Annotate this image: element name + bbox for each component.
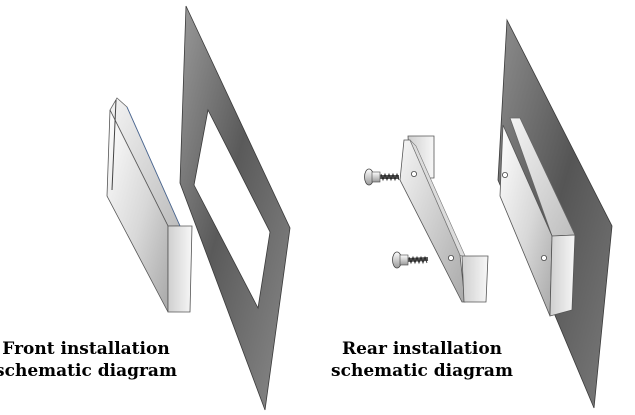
bracket-hole-upper	[410, 170, 417, 177]
bracket-bottom-tab	[461, 255, 489, 303]
screw-upper	[364, 168, 400, 186]
rear-box-hole-lower	[541, 254, 548, 261]
rear-box-hole-upper	[501, 171, 508, 178]
rear-mounted-box	[499, 117, 576, 317]
screw-lower	[392, 251, 429, 269]
rear-box-end-face	[549, 234, 576, 317]
box-end-face	[167, 225, 193, 313]
box-edge-line	[126, 106, 181, 227]
mounting-bracket	[399, 135, 489, 303]
front-caption-line1: Front installation	[2, 339, 170, 359]
front-panel-with-cutout	[179, 5, 291, 411]
front-caption-line2: schematic diagram	[0, 361, 177, 381]
front-installation-caption: Front installation schematic diagram	[0, 338, 196, 382]
box-back-edge	[111, 99, 117, 191]
front-bezel-box	[106, 97, 193, 313]
rear-caption-line2: schematic diagram	[331, 361, 513, 381]
bracket-hole-lower	[447, 254, 454, 261]
rear-installation-caption: Rear installation schematic diagram	[312, 338, 532, 382]
rear-caption-line1: Rear installation	[341, 339, 503, 359]
